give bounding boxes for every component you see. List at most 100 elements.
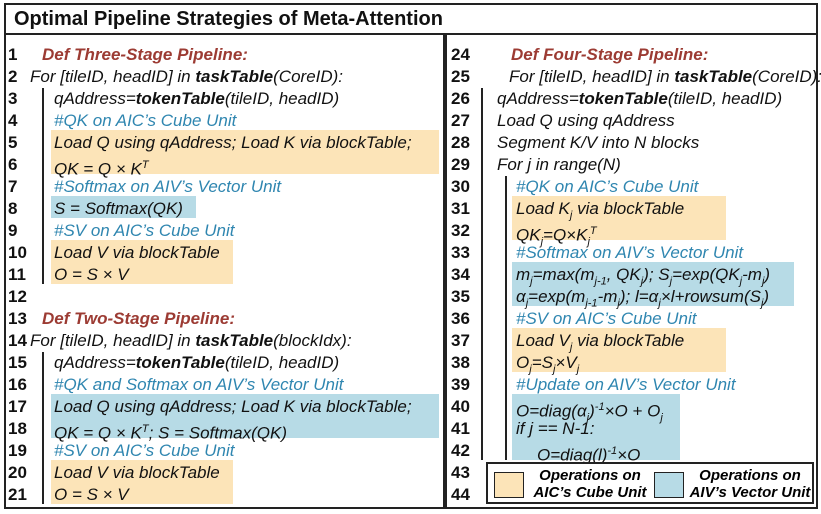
code-comment: #SV on AIC’s Cube Unit xyxy=(516,308,696,330)
line-number: 38 xyxy=(451,353,470,372)
code-fragment: m xyxy=(516,265,531,284)
line-number: 6 xyxy=(8,155,18,174)
line-number: 17 xyxy=(8,397,27,416)
line-number: 31 xyxy=(451,199,470,218)
code-line: For [tileID, headID] in taskTable(blockI… xyxy=(30,330,352,352)
indent-guide xyxy=(481,88,483,460)
code-line: Load V via blockTable xyxy=(54,242,220,264)
subscript: j xyxy=(739,275,743,288)
subscript: j xyxy=(587,236,590,249)
line-number: 19 xyxy=(8,441,27,460)
code-fragment: ×O xyxy=(617,445,641,465)
line-number: 30 xyxy=(451,177,470,196)
code-fragment: =exp(QK xyxy=(672,265,740,284)
code-fragment: (tileID, headID) xyxy=(224,89,340,108)
line-number: 7 xyxy=(8,177,18,196)
function-name: taskTable xyxy=(195,67,274,86)
subscript: j-1 xyxy=(585,297,598,310)
code-fragment: (tileID, headID) xyxy=(667,89,783,108)
line-number: 34 xyxy=(451,265,470,284)
cube-highlight xyxy=(512,328,726,372)
pipeline-heading: Def Three-Stage Pipeline: xyxy=(42,44,248,66)
code-fragment: For [tileID, headID] in xyxy=(30,67,196,86)
code-fragment: Load V via blockTable xyxy=(54,463,220,482)
code-fragment: -m xyxy=(742,265,762,284)
code-comment: #Update on AIV’s Vector Unit xyxy=(516,374,736,396)
legend-swatch-vector xyxy=(654,472,684,498)
code-fragment: Load Q using qAddress; Load K via blockT… xyxy=(54,397,412,416)
line-number: 41 xyxy=(451,419,470,438)
code-comment: #QK on AIC’s Cube Unit xyxy=(516,176,698,198)
code-fragment: ×l+rowsum(S xyxy=(660,287,761,306)
code-fragment: O=diag(α xyxy=(516,401,587,421)
code-line: QKj=Q×KjT xyxy=(516,220,597,253)
line-number: 28 xyxy=(451,133,470,152)
code-line: αj=exp(mj-1-mj); l=αj×l+rowsum(Sj) xyxy=(516,286,769,314)
subscript: j xyxy=(669,275,673,288)
code-fragment: #SV on AIC’s Cube Unit xyxy=(54,441,235,460)
code-line: Load Q using qAddress xyxy=(497,110,675,132)
line-number: 20 xyxy=(8,463,27,482)
code-line: Load V via blockTable xyxy=(54,462,220,484)
code-fragment: (blockIdx): xyxy=(273,331,352,350)
code-fragment: ); S xyxy=(643,265,670,284)
line-number: 3 xyxy=(8,89,18,108)
code-fragment: Load V via blockTable xyxy=(54,243,220,262)
superscript: -1 xyxy=(607,445,618,457)
code-comment: #SV on AIC’s Cube Unit xyxy=(54,440,234,462)
line-number: 21 xyxy=(8,485,27,504)
cube-highlight xyxy=(51,130,439,174)
indent-guide xyxy=(505,176,507,460)
code-line: O = S × V xyxy=(54,484,129,506)
code-line: Load Q using qAddress; Load K via blockT… xyxy=(54,132,412,154)
code-line: O = S × V xyxy=(54,264,129,286)
code-fragment: QK = Q × K xyxy=(54,159,142,179)
legend-label-cube: Operations on AIC’s Cube Unit xyxy=(533,467,647,501)
code-line: Oj=Sj×Vj xyxy=(516,352,579,380)
function-name: taskTable xyxy=(195,331,274,350)
code-fragment: ; S = Softmax(QK) xyxy=(148,423,288,443)
code-fragment: , QK xyxy=(606,265,641,284)
code-fragment: ); l=α xyxy=(619,287,659,306)
code-fragment: O=diag(l) xyxy=(537,445,608,465)
function-name: tokenTable xyxy=(135,89,225,108)
code-fragment: via blockTable xyxy=(572,331,685,350)
line-number: 42 xyxy=(451,441,470,460)
legend: Operations on AIC’s Cube Unit Operations… xyxy=(486,462,814,504)
code-line: S = Softmax(QK) xyxy=(54,198,183,220)
code-line: mj=max(mj-1, QKj); Sj=exp(QKj-mj) xyxy=(516,264,770,292)
line-number: 35 xyxy=(451,287,470,306)
code-line: QK = Q × KT; S = Softmax(QK) xyxy=(54,418,287,445)
code-fragment: qAddress= xyxy=(54,353,136,372)
line-number: 10 xyxy=(8,243,27,262)
code-line: Load Q using qAddress; Load K via blockT… xyxy=(54,396,412,418)
code-fragment: ×O + O xyxy=(604,401,661,421)
subscript: j xyxy=(530,275,533,288)
vector-highlight xyxy=(51,394,439,438)
code-fragment: Load K xyxy=(516,199,570,218)
line-number: 13 xyxy=(8,309,27,328)
function-name: tokenTable xyxy=(135,353,225,372)
code-line: O=diag(αj)-1×O + Oj xyxy=(516,396,663,429)
code-fragment: ) xyxy=(764,265,771,284)
subscript: j xyxy=(525,297,529,310)
code-line: For [tileID, headID] in taskTable(CoreID… xyxy=(30,66,343,88)
code-line: For j in range(N) xyxy=(497,154,621,176)
code-fragment: #QK and Softmax on AIV’s Vector Unit xyxy=(54,375,344,394)
code-fragment: =exp(m xyxy=(528,287,586,306)
subscript: j xyxy=(617,297,620,310)
line-number: 25 xyxy=(451,67,470,86)
subscript: j xyxy=(658,297,661,310)
code-fragment: O xyxy=(516,353,530,372)
code-fragment: (tileID, headID) xyxy=(224,353,340,372)
right-panel xyxy=(445,33,818,509)
cube-highlight xyxy=(512,196,726,240)
line-number: 26 xyxy=(451,89,470,108)
subscript: j xyxy=(761,275,765,288)
code-fragment: α xyxy=(516,287,526,306)
code-fragment: Load Q using qAddress; Load K via blockT… xyxy=(54,133,412,152)
code-fragment: Load V xyxy=(516,331,570,350)
superscript: T xyxy=(141,159,149,171)
code-fragment: #SV on AIC’s Cube Unit xyxy=(516,309,697,328)
